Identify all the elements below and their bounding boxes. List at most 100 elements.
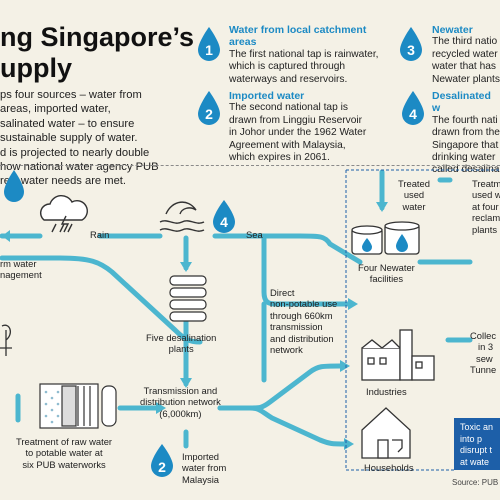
source-body-line: waterways and reservoirs. xyxy=(229,73,348,85)
imported-line: Malaysia xyxy=(182,473,219,485)
newater-tanks-icon xyxy=(351,221,420,255)
treatment-right-line: reclam xyxy=(472,212,500,224)
direct-non-potable-label: Direct non-potable use through 660km tra… xyxy=(270,287,337,355)
sea-waves-icon xyxy=(159,201,205,232)
flow-arrow xyxy=(348,298,358,310)
treated-used-water-label: Treated used water xyxy=(398,178,430,212)
toxic-line: disrupt t xyxy=(460,445,493,455)
intro-line: areas, imported water, xyxy=(0,103,111,116)
source-title: areas xyxy=(229,36,257,49)
treatment-right-line: Treatm xyxy=(472,178,500,189)
rain-cloud-icon xyxy=(40,195,88,233)
collected-label: Collec in 3 sew Tunne xyxy=(470,330,496,376)
toxic-warning-box: Toxic an into p disrupt t at wate xyxy=(454,418,500,470)
collected-line: sew xyxy=(476,352,493,364)
intro-line: sustainable supply of water. xyxy=(0,132,138,145)
water-drop-icon-3: 3 xyxy=(400,27,422,61)
intro-paragraph: ps four sources – water from areas, impo… xyxy=(0,88,200,189)
source-body-line: The fourth nati xyxy=(432,114,498,126)
treatment-raw-line: six PUB waterworks xyxy=(22,458,106,470)
source-title: Desalinated w xyxy=(432,90,491,115)
treated-line: Treated xyxy=(398,178,430,189)
direct-line: through 660km xyxy=(270,309,333,321)
treatment-right-line: plants xyxy=(472,223,498,235)
water-drop-icon-sea: 4 xyxy=(213,200,235,233)
intro-line: salinated water – to ensure xyxy=(0,117,135,130)
pipe xyxy=(212,233,363,265)
intro-line: re’s water needs are met. xyxy=(0,175,127,188)
flow-arrow xyxy=(180,262,192,272)
newater-line: Four Newater xyxy=(358,262,415,273)
water-drop-icon xyxy=(4,170,24,202)
title-line-1: ng Singapore’s xyxy=(0,22,195,52)
flow-arrow xyxy=(156,402,166,414)
house-icon xyxy=(361,407,411,459)
desal-line: plants xyxy=(168,343,194,355)
industries-label: Industries xyxy=(366,386,407,397)
flow-arrow xyxy=(2,230,10,242)
source-body-line: called desalina xyxy=(432,164,500,176)
direct-line: network xyxy=(270,344,303,356)
source-number: 2 xyxy=(205,106,213,122)
source-box-catchment: Water from local catchment areas The fir… xyxy=(229,24,399,86)
transmission-line: (6,000km) xyxy=(159,407,202,419)
source-body-line: in Johor under the 1962 Water xyxy=(229,127,367,139)
collected-line: in 3 xyxy=(478,341,494,353)
flow-arrow xyxy=(180,378,192,388)
source-body-line: recycled water xyxy=(432,48,498,60)
flow-arrow xyxy=(340,360,350,372)
water-drop-icon-1: 1 xyxy=(198,27,220,61)
newater-facilities-label: Four Newater facilities xyxy=(358,262,415,285)
pipe xyxy=(261,233,353,307)
pipe xyxy=(217,363,343,411)
source-number: 4 xyxy=(409,106,417,122)
direct-line: transmission xyxy=(270,321,323,333)
source-number: 1 xyxy=(205,42,213,58)
imported-water-label: Imported water from Malaysia xyxy=(182,451,226,485)
source-body-line: The first national tap is rainwater, xyxy=(229,48,379,60)
sea-label: Sea xyxy=(246,229,263,240)
rain-label: Rain xyxy=(90,229,110,240)
intro-line: ps four sources – water from xyxy=(0,89,142,101)
collected-line: Tunne xyxy=(470,364,497,376)
treated-line: used xyxy=(403,189,425,201)
storm-water-label: rm water nagement xyxy=(0,258,42,281)
title-line-2: upply xyxy=(0,53,72,83)
source-box-imported: Imported water The second national tap i… xyxy=(229,90,399,164)
source-body-line: drinking water xyxy=(432,152,496,164)
direct-line: Direct xyxy=(270,287,295,298)
storm-water-line: rm water xyxy=(0,258,37,269)
direct-line: non-potable use xyxy=(270,298,338,310)
source-title: Water from local catchment xyxy=(229,24,367,36)
waterworks-icon xyxy=(39,383,117,429)
source-body-line: which expires in 2061. xyxy=(229,152,330,164)
households-label: Households xyxy=(364,462,414,473)
transmission-line: Transmission and xyxy=(143,385,218,396)
flow-arrow xyxy=(344,438,354,450)
toxic-line: Toxic an xyxy=(460,422,494,432)
imported-number: 2 xyxy=(158,459,166,475)
treatment-raw-line: to potable water at xyxy=(25,447,103,459)
source-box-desalinated: Desalinated w The fourth nati drawn from… xyxy=(432,90,500,177)
plant-icon xyxy=(0,324,12,356)
treatment-raw-water-label: Treatment of raw water to potable water … xyxy=(16,436,112,470)
source-number: 3 xyxy=(407,42,415,58)
sea-number: 4 xyxy=(220,214,228,230)
desal-line: Five desalination xyxy=(146,332,217,343)
pipe xyxy=(217,405,349,447)
transmission-line: distribution network xyxy=(140,396,221,408)
flow-arrow xyxy=(376,202,388,212)
water-drop-icon-4: 4 xyxy=(402,91,424,125)
collected-line: Collec xyxy=(470,330,497,341)
treated-line: water xyxy=(402,200,426,212)
pipe xyxy=(0,255,203,345)
desalination-plants-label: Five desalination plants xyxy=(146,332,216,355)
source-body-line: Agreement with Malaysia, xyxy=(229,139,346,151)
intro-line: how national water agency PUB xyxy=(0,161,159,174)
intro-line: d is projected to nearly double xyxy=(0,146,150,159)
source-body-line: Newater plants xyxy=(432,73,500,85)
section-divider xyxy=(0,165,500,166)
source-body-line: The third natio xyxy=(432,36,498,48)
desalination-plant-icon xyxy=(169,275,207,322)
newater-line: facilities xyxy=(369,273,404,285)
